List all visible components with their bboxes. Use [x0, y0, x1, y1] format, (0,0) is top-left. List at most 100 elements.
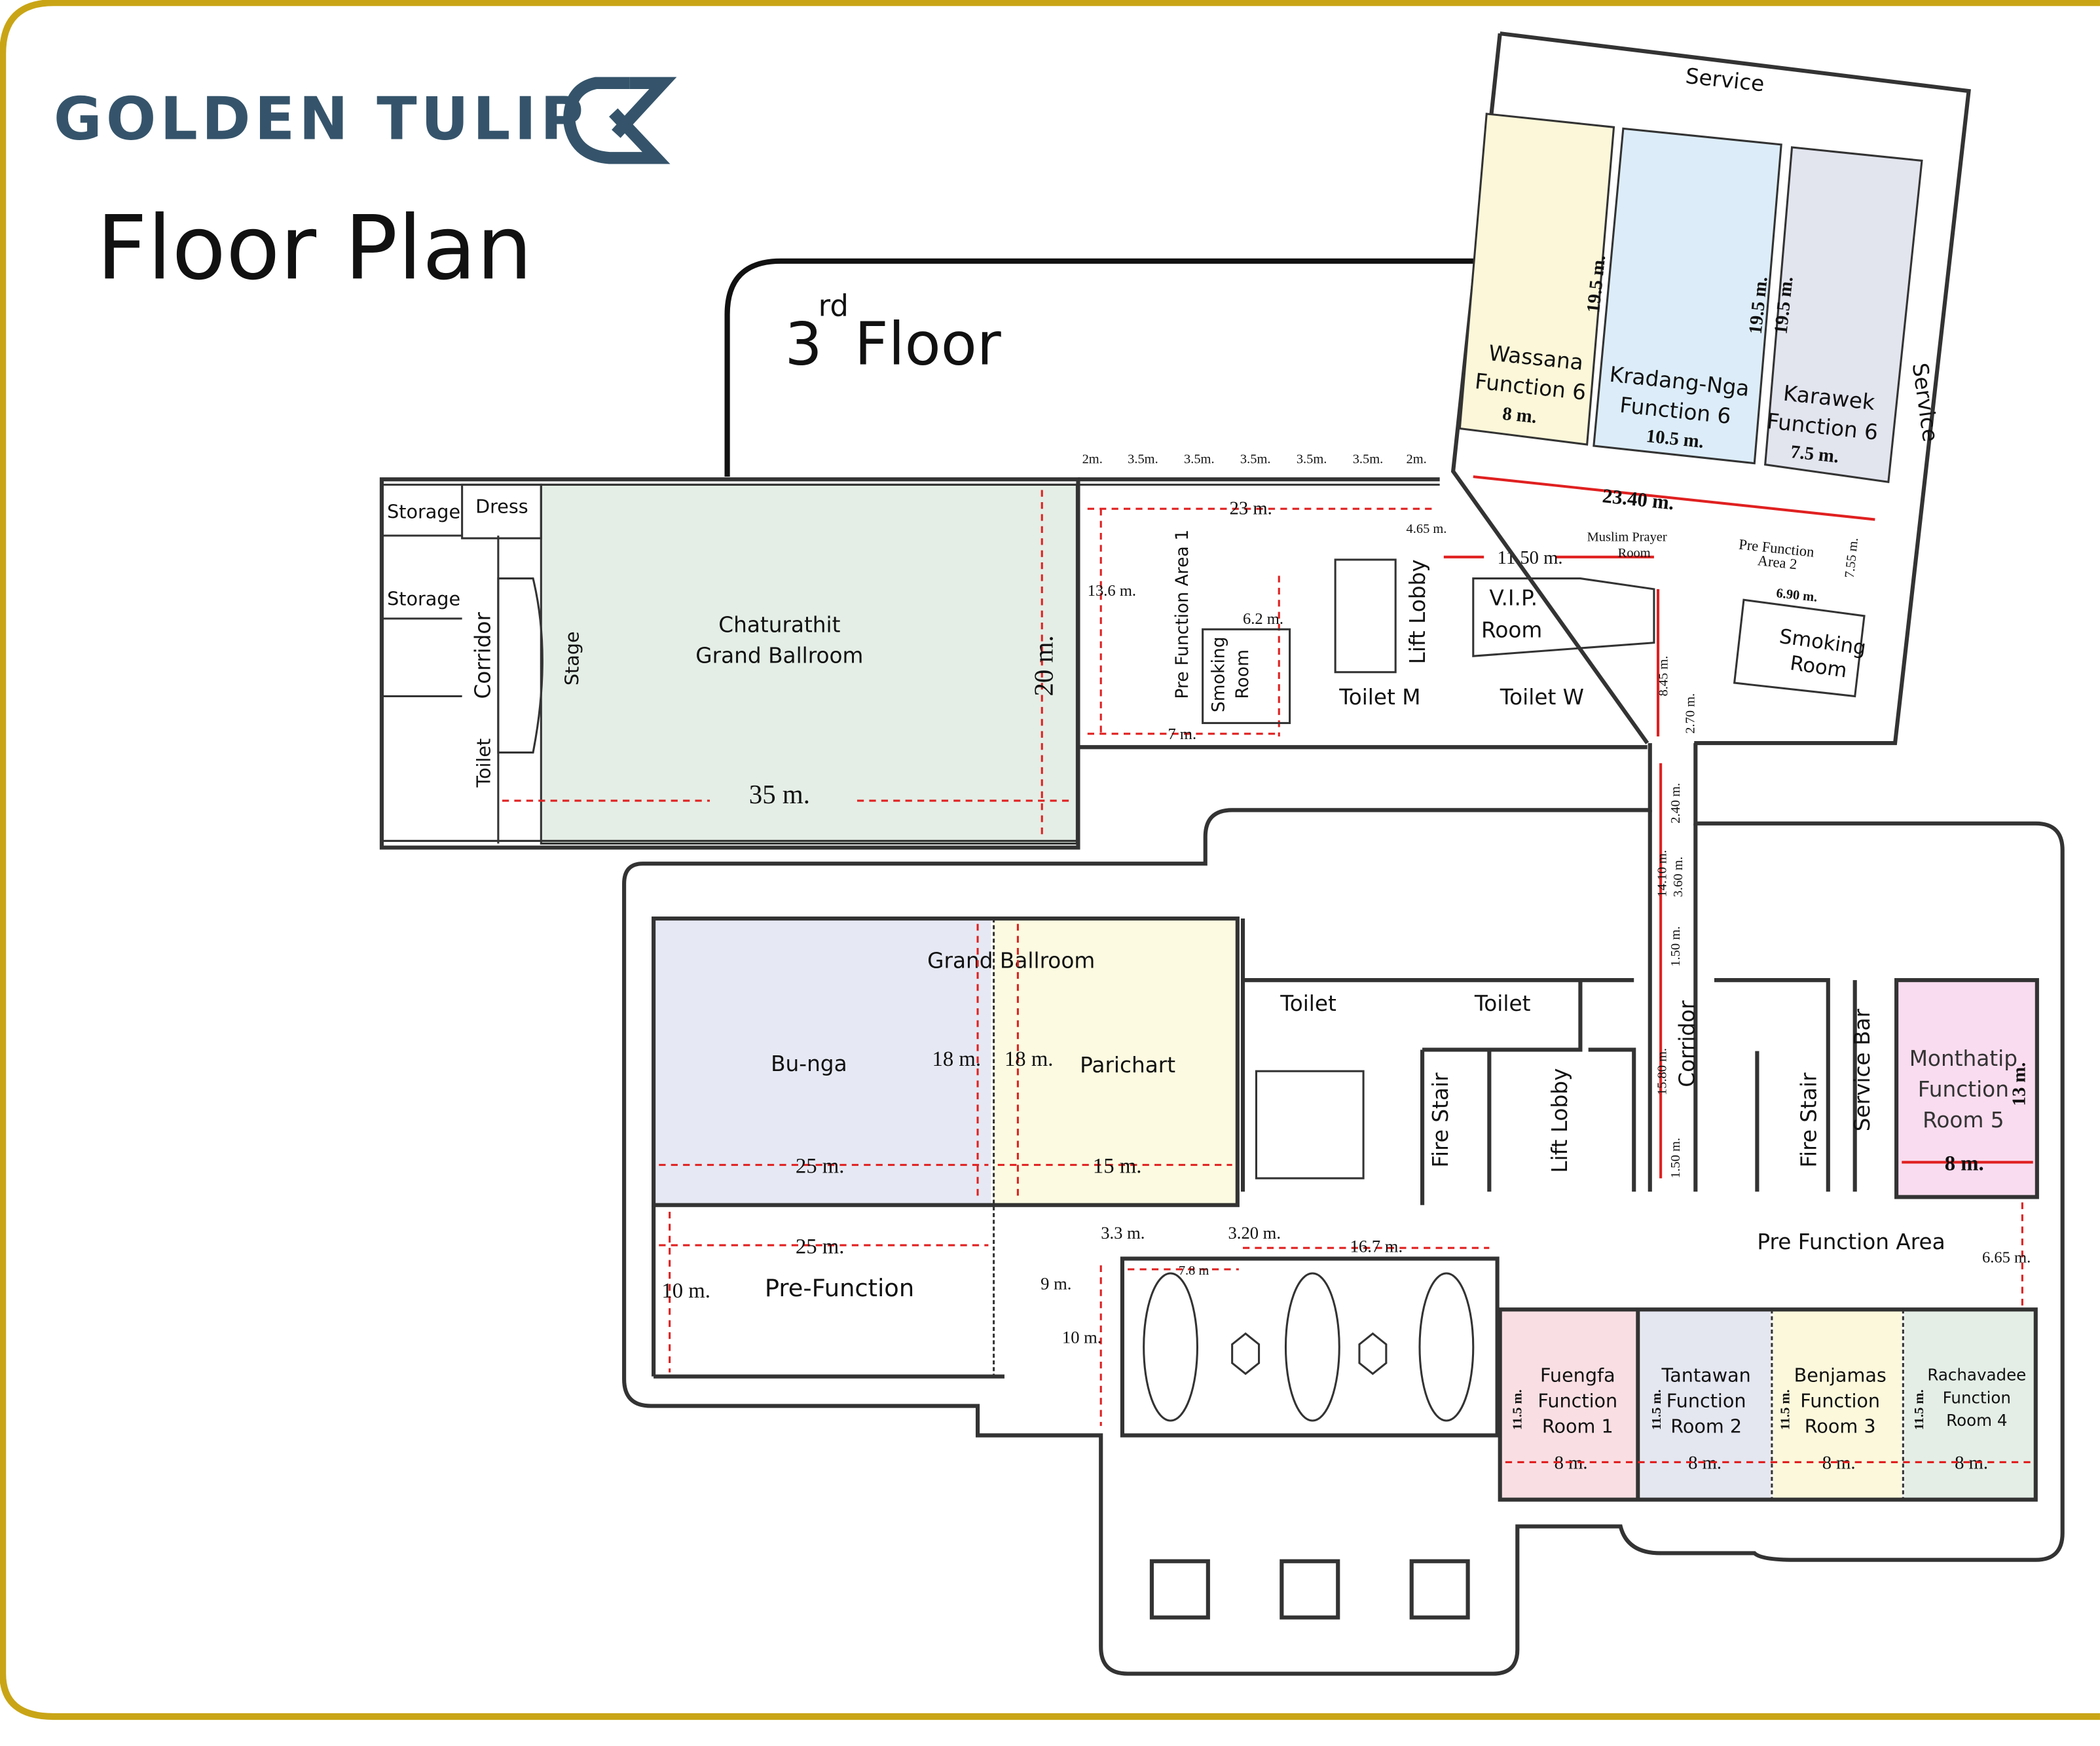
room-1-height: 11.5 m. — [1510, 1389, 1524, 1430]
d270-label: 2.70 m. — [1683, 693, 1697, 734]
dress-label: Dress — [475, 495, 528, 517]
karawek-room-area — [1764, 146, 1923, 484]
brand-name: GOLDEN TULIP — [54, 85, 587, 154]
floor-frame — [724, 258, 1481, 477]
chaturathit-width: 35 m. — [749, 780, 810, 809]
wassana-width: 8 m. — [1501, 403, 1538, 427]
bunga-height: 18 m. — [932, 1047, 982, 1071]
parichart-height: 18 m. — [1004, 1047, 1054, 1071]
pf2-label-2: Area 2 — [1757, 552, 1798, 572]
stage-label: Stage — [561, 631, 583, 685]
tulip-g-logo-icon — [563, 77, 677, 164]
span-4: 3.5m. — [1240, 452, 1271, 467]
page-title: Floor Plan — [96, 196, 532, 299]
room-4-name-1: Rachavadee — [1927, 1366, 2026, 1385]
pf1-width: 23 m. — [1230, 498, 1272, 518]
room-3-name-1: Benjamas — [1794, 1364, 1887, 1387]
monthatip-name-3: Room 5 — [1923, 1108, 2004, 1133]
d320-label: 3.20 m. — [1228, 1223, 1281, 1243]
parichart-room-area — [993, 918, 1238, 1205]
corridor-label-lower: Corridor — [1674, 1000, 1699, 1087]
chaturathit-name-2: Grand Ballroom — [695, 643, 863, 668]
service-bar-label: Service Bar — [1850, 1008, 1875, 1131]
d78-label: 7.8 m — [1179, 1264, 1209, 1278]
corridor-label-upper: Corridor — [471, 612, 496, 699]
monthatip-width: 8 m. — [1945, 1152, 1984, 1176]
room-2-name-2: Function — [1667, 1390, 1746, 1412]
prefunction-label: Pre-Function — [765, 1274, 914, 1302]
room-3-width: 8 m. — [1822, 1453, 1856, 1474]
span-2: 3.5m. — [1128, 452, 1158, 467]
pf2-height: 7.55 m. — [1843, 537, 1861, 579]
prefunction-width: 25 m. — [796, 1235, 845, 1258]
storage-label-1: Storage — [387, 501, 460, 523]
corridor-240: 2.40 m. — [1668, 783, 1683, 824]
toilet-w-label: Toilet W — [1500, 685, 1584, 710]
corridor-1580: 15.80 m. — [1655, 1048, 1669, 1095]
floor-suffix: rd — [819, 289, 849, 323]
d665-label: 6.65 m. — [1982, 1249, 2031, 1267]
span-dimensions: 2m. 3.5m. 3.5m. 3.5m. 3.5m. 3.5m. 2m. — [1082, 452, 1427, 467]
toilet-label-upper: Toilet — [473, 738, 495, 788]
storage-label-2: Storage — [387, 587, 460, 609]
rachavadee-room-area — [1904, 1309, 2036, 1500]
vip-width: 11.50 m. — [1498, 547, 1563, 568]
toilet-label-2: Toilet — [1474, 991, 1531, 1016]
d167-label: 16.7 m. — [1350, 1236, 1403, 1256]
room-1-name-2: Function — [1538, 1390, 1617, 1412]
chaturathit-ballroom-area — [541, 484, 1077, 844]
lift-lobby-label-upper: Lift Lobby — [1405, 559, 1430, 664]
monthatip-name-2: Function — [1918, 1077, 2009, 1102]
prefunction-height: 10 m. — [661, 1279, 710, 1303]
wassana-room-area — [1458, 113, 1615, 446]
d10-label: 10 m. — [1062, 1327, 1102, 1347]
parichart-width: 15 m. — [1093, 1155, 1142, 1178]
fuengfa-room-area — [1500, 1309, 1638, 1500]
lift-lobby-label-lower: Lift Lobby — [1547, 1068, 1572, 1173]
corridor-360: 3.60 m. — [1671, 856, 1686, 897]
room-1-name-3: Room 1 — [1542, 1415, 1613, 1437]
grand-ballroom-label: Grand Ballroom — [927, 949, 1095, 973]
d9-label: 9 m. — [1041, 1274, 1071, 1294]
total-width: 23.40 m. — [1601, 484, 1675, 514]
corridor-150b: 1.50 m. — [1668, 1138, 1683, 1178]
function-room-3: Benjamas Function Room 3 8 m. 11.5 m. — [1778, 1364, 1886, 1474]
pf2-width: 6.90 m. — [1776, 586, 1818, 604]
chaturathit-height: 20 m. — [1029, 635, 1059, 696]
vip-label-1: V.I.P. — [1489, 585, 1538, 610]
room-2-name-1: Tantawan — [1661, 1364, 1751, 1387]
corridor-150a: 1.50 m. — [1668, 926, 1683, 967]
pf1-depth: 7 m. — [1168, 725, 1196, 743]
room-4-width: 8 m. — [1955, 1453, 1988, 1474]
monthatip-height: 13 m. — [2008, 1063, 2029, 1106]
span-6: 3.5m. — [1353, 452, 1384, 467]
span-3: 3.5m. — [1184, 452, 1215, 467]
floor-number: 3 — [785, 310, 822, 378]
d465-label: 4.65 m. — [1407, 522, 1447, 536]
function-room-4: Rachavadee Function Room 4 8 m. 11.5 m. — [1912, 1366, 2026, 1474]
smoking-room-1-label-a: Smoking — [1208, 637, 1228, 713]
room-3-name-2: Function — [1800, 1390, 1880, 1412]
bunga-room-area — [654, 918, 991, 1205]
function-room-2: Tantawan Function Room 2 8 m. 11.5 m. — [1649, 1364, 1751, 1474]
room-3-height: 11.5 m. — [1778, 1389, 1792, 1430]
room-2-height: 11.5 m. — [1649, 1389, 1664, 1430]
room-3-name-3: Room 3 — [1805, 1415, 1876, 1437]
fire-stair-label-1: Fire Stair — [1428, 1072, 1453, 1168]
chaturathit-name-1: Chaturathit — [718, 612, 840, 637]
bunga-width: 25 m. — [796, 1155, 845, 1178]
kradang-room-area — [1593, 127, 1782, 465]
benjamas-room-area — [1773, 1309, 1902, 1500]
fire-stair-label-2: Fire Stair — [1796, 1072, 1821, 1168]
d33-label: 3.3 m. — [1101, 1223, 1145, 1243]
monthatip-name-1: Monthatip — [1909, 1046, 2017, 1071]
vip-label-2: Room — [1481, 618, 1542, 643]
service-top-label: Service — [1684, 64, 1765, 96]
muslim-prayer-2: Room — [1618, 546, 1651, 560]
room-4-height: 11.5 m. — [1912, 1389, 1926, 1430]
d845-label: 8.45 m. — [1656, 656, 1670, 697]
room-2-name-3: Room 2 — [1670, 1415, 1742, 1437]
tantawan-room-area — [1640, 1309, 1771, 1500]
